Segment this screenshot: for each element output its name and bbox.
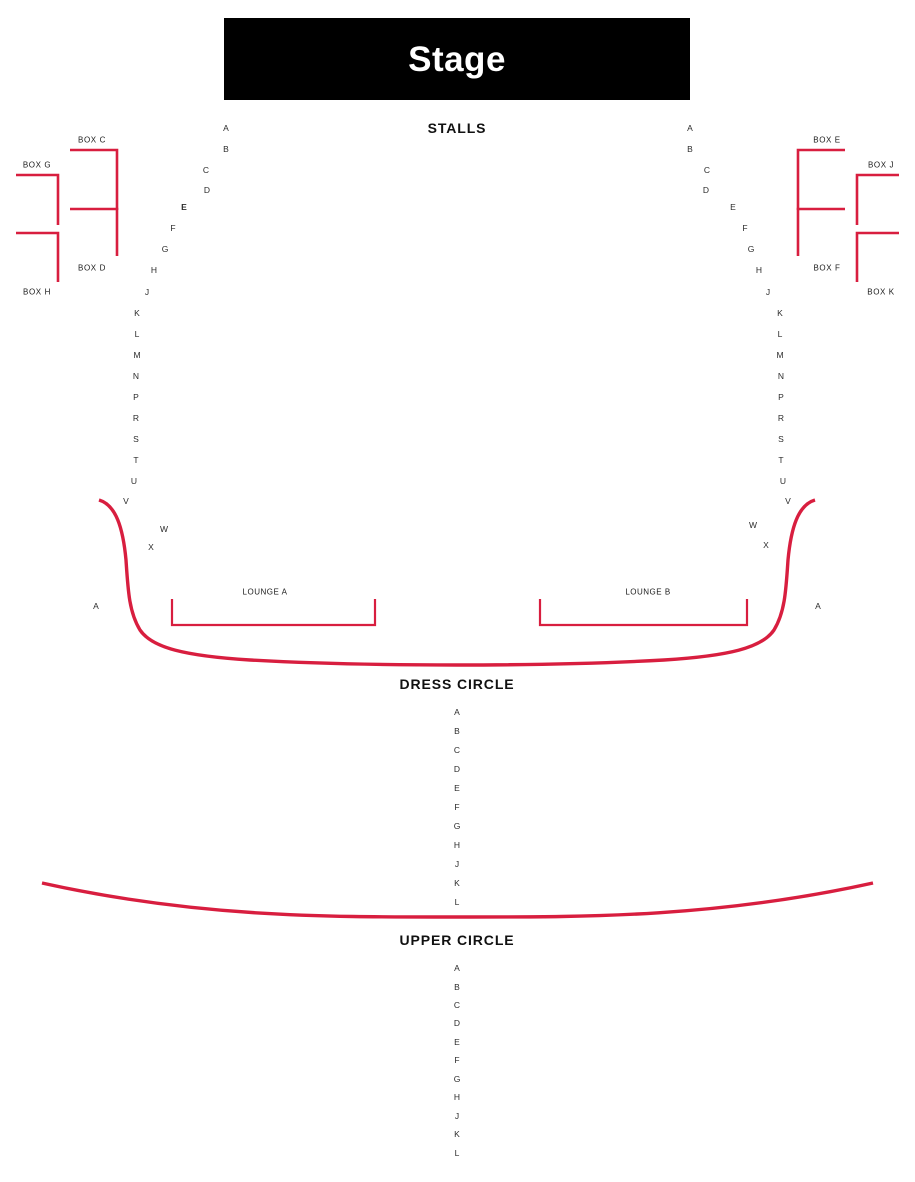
box-label-box-c[interactable]: BOX C bbox=[78, 135, 106, 145]
box-d-bracket bbox=[70, 207, 119, 256]
stalls-left-row-g[interactable]: G bbox=[161, 243, 169, 254]
dress-circle-row-b[interactable]: B bbox=[454, 725, 460, 736]
stalls-right-row-b[interactable]: B bbox=[687, 143, 693, 154]
stalls-left-row-u[interactable]: U bbox=[130, 475, 138, 486]
dress-circle-side-row-left-a[interactable]: A bbox=[93, 600, 99, 611]
dress-circle-side-row-right-a[interactable]: A bbox=[815, 600, 821, 611]
stalls-left-row-d[interactable]: D bbox=[203, 184, 211, 195]
upper-circle-row-a[interactable]: A bbox=[454, 962, 460, 973]
stalls-right-row-c[interactable]: C bbox=[703, 164, 711, 175]
dress-circle-row-c[interactable]: C bbox=[453, 744, 461, 755]
box-h-bracket bbox=[16, 231, 60, 282]
stalls-right-row-f[interactable]: F bbox=[742, 222, 748, 233]
upper-circle-row-b[interactable]: B bbox=[454, 981, 460, 992]
dress-circle-row-l[interactable]: L bbox=[454, 896, 460, 907]
stalls-left-row-w[interactable]: W bbox=[159, 523, 169, 534]
dress-circle-row-g[interactable]: G bbox=[453, 820, 461, 831]
box-label-box-h[interactable]: BOX H bbox=[23, 287, 51, 297]
upper-circle-row-c[interactable]: C bbox=[453, 999, 461, 1010]
stalls-right-row-x[interactable]: X bbox=[763, 539, 769, 550]
box-g-bracket bbox=[16, 173, 60, 225]
dress-circle-boundary-curve bbox=[98, 498, 816, 667]
box-label-box-j[interactable]: BOX J bbox=[867, 160, 895, 170]
box-label-box-d[interactable]: BOX D bbox=[78, 263, 106, 273]
stalls-right-row-u[interactable]: U bbox=[779, 475, 787, 486]
box-label-box-f[interactable]: BOX F bbox=[813, 263, 841, 273]
dress-circle-row-d[interactable]: D bbox=[453, 763, 461, 774]
dress-circle-row-h[interactable]: H bbox=[453, 839, 461, 850]
upper-circle-row-j[interactable]: J bbox=[454, 1110, 460, 1121]
upper-circle-row-f[interactable]: F bbox=[454, 1054, 460, 1065]
box-label-box-k[interactable]: BOX K bbox=[867, 287, 895, 297]
stalls-left-row-r[interactable]: R bbox=[132, 412, 140, 423]
box-e-bracket bbox=[796, 148, 845, 210]
stage-label: Stage bbox=[408, 39, 506, 79]
dress-circle-section-title: DRESS CIRCLE bbox=[399, 676, 515, 692]
box-c-bracket bbox=[70, 148, 119, 210]
stalls-left-row-f[interactable]: F bbox=[170, 222, 176, 233]
stalls-left-row-v[interactable]: V bbox=[123, 495, 129, 506]
stalls-left-row-a[interactable]: A bbox=[223, 122, 229, 133]
box-label-box-g[interactable]: BOX G bbox=[22, 160, 52, 170]
dress-circle-row-j[interactable]: J bbox=[454, 858, 460, 869]
lounge-label-a[interactable]: LOUNGE A bbox=[242, 587, 288, 597]
dress-circle-row-a[interactable]: A bbox=[454, 706, 460, 717]
stalls-right-row-h[interactable]: H bbox=[755, 264, 763, 275]
upper-circle-row-h[interactable]: H bbox=[453, 1091, 461, 1102]
box-f-bracket bbox=[796, 207, 845, 256]
upper-circle-section-title: UPPER CIRCLE bbox=[399, 932, 515, 948]
stalls-right-row-w[interactable]: W bbox=[748, 519, 758, 530]
stalls-right-row-p[interactable]: P bbox=[778, 391, 784, 402]
stalls-left-row-h[interactable]: H bbox=[150, 264, 158, 275]
stalls-left-row-b[interactable]: B bbox=[223, 143, 229, 154]
stalls-right-row-k[interactable]: K bbox=[777, 307, 783, 318]
stage-block: Stage bbox=[224, 18, 690, 100]
stalls-left-row-x[interactable]: X bbox=[148, 541, 154, 552]
box-label-box-e[interactable]: BOX E bbox=[813, 135, 841, 145]
stalls-right-row-e[interactable]: E bbox=[730, 201, 736, 212]
stalls-right-row-d[interactable]: D bbox=[702, 184, 710, 195]
dress-circle-row-f[interactable]: F bbox=[454, 801, 460, 812]
lounge-a-bracket bbox=[170, 599, 377, 627]
stalls-right-row-s[interactable]: S bbox=[778, 433, 784, 444]
stalls-left-row-s[interactable]: S bbox=[133, 433, 139, 444]
upper-circle-row-l[interactable]: L bbox=[454, 1147, 460, 1158]
stalls-left-row-k[interactable]: K bbox=[134, 307, 140, 318]
box-j-bracket bbox=[855, 173, 899, 225]
stalls-right-row-g[interactable]: G bbox=[747, 243, 755, 254]
stalls-left-row-c[interactable]: C bbox=[202, 164, 210, 175]
stalls-right-row-v[interactable]: V bbox=[785, 495, 791, 506]
stalls-right-row-n[interactable]: N bbox=[777, 370, 785, 381]
box-k-bracket bbox=[855, 231, 899, 282]
dress-circle-row-k[interactable]: K bbox=[454, 877, 460, 888]
stalls-right-row-l[interactable]: L bbox=[777, 328, 783, 339]
stalls-right-row-r[interactable]: R bbox=[777, 412, 785, 423]
stalls-left-row-n[interactable]: N bbox=[132, 370, 140, 381]
upper-circle-row-g[interactable]: G bbox=[453, 1073, 461, 1084]
stalls-left-row-j[interactable]: J bbox=[144, 286, 150, 297]
lounge-b-bracket bbox=[538, 599, 749, 627]
stalls-right-row-j[interactable]: J bbox=[765, 286, 771, 297]
upper-circle-row-d[interactable]: D bbox=[453, 1017, 461, 1028]
stalls-section-title: STALLS bbox=[427, 120, 487, 136]
upper-circle-row-e[interactable]: E bbox=[454, 1036, 460, 1047]
stalls-left-row-t[interactable]: T bbox=[133, 454, 139, 465]
stalls-right-row-a[interactable]: A bbox=[687, 122, 693, 133]
lounge-label-b[interactable]: LOUNGE B bbox=[625, 587, 671, 597]
stalls-left-row-l[interactable]: L bbox=[134, 328, 140, 339]
upper-circle-row-k[interactable]: K bbox=[454, 1128, 460, 1139]
stalls-left-row-m[interactable]: M bbox=[133, 349, 141, 360]
stalls-left-row-e[interactable]: E bbox=[181, 201, 187, 212]
stalls-right-row-m[interactable]: M bbox=[776, 349, 784, 360]
stalls-right-row-t[interactable]: T bbox=[778, 454, 784, 465]
stalls-left-row-p[interactable]: P bbox=[133, 391, 139, 402]
dress-circle-row-e[interactable]: E bbox=[454, 782, 460, 793]
